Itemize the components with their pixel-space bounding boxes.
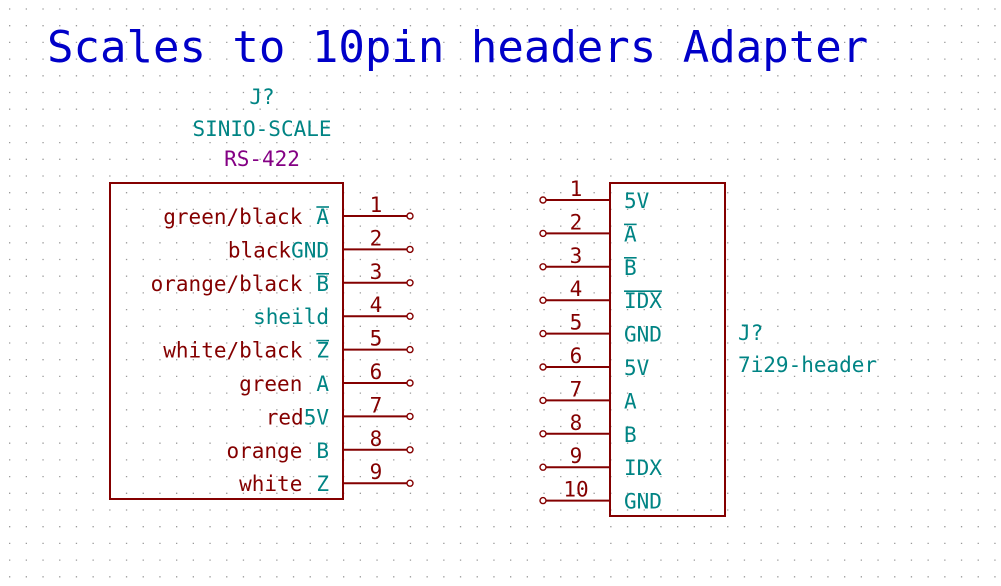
left-connector[interactable]: J? SINIO-SCALE RS-422 1Agreen/black2GNDb… <box>109 85 414 500</box>
wire-color-label: white <box>239 472 302 496</box>
pin-signal-label: A <box>316 205 329 229</box>
pin-end-circle[interactable] <box>539 196 547 204</box>
pin-signal-label: Z <box>316 339 329 363</box>
pin-number: 4 <box>370 293 383 317</box>
pin-end-circle[interactable] <box>539 329 547 338</box>
pin-signal-label: B <box>624 256 637 280</box>
pin-number: 9 <box>370 460 383 484</box>
pin-number: 9 <box>570 444 583 468</box>
pin-signal-label: 5V <box>624 189 650 213</box>
right-pin-1[interactable]: 1 5V <box>539 177 650 213</box>
pin-end-circle[interactable] <box>539 430 547 438</box>
pin-number: 1 <box>570 177 583 201</box>
pin-end-circle[interactable] <box>406 379 414 387</box>
wire-color-label: green/black <box>163 205 302 229</box>
pin-end-circle[interactable] <box>406 479 414 487</box>
pin-end-circle[interactable] <box>406 446 414 454</box>
pin-end-circle[interactable] <box>539 363 547 371</box>
pin-signal-label: 5V <box>624 356 650 380</box>
pin-number: 6 <box>370 360 383 384</box>
pin-number: 3 <box>570 244 583 268</box>
pin-number: 2 <box>570 210 583 234</box>
wire-color-label: white/black <box>163 339 302 363</box>
right-connector-reference: J? <box>738 321 763 345</box>
pin-signal-label: GND <box>624 490 662 514</box>
pin-number: 8 <box>570 411 583 435</box>
left-connector-reference: J? <box>249 85 274 109</box>
pin-signal-label: A <box>624 222 637 246</box>
left-connector-name: SINIO-SCALE <box>192 117 331 141</box>
pin-end-circle[interactable] <box>539 296 547 304</box>
pin-number: 1 <box>370 193 383 217</box>
wire-color-label: orange/black <box>151 272 303 296</box>
pin-end-circle[interactable] <box>406 245 414 254</box>
pin-end-circle[interactable] <box>539 496 547 505</box>
pin-number: 6 <box>570 344 583 368</box>
left-pin-4[interactable]: 4 sheild <box>253 293 414 329</box>
pin-number: 7 <box>570 377 583 401</box>
pin-signal-label: A <box>624 389 637 413</box>
pin-signal-label: B <box>316 439 329 463</box>
pin-end-circle[interactable] <box>539 229 547 238</box>
wire-color-label: green <box>239 372 302 396</box>
pin-end-circle[interactable] <box>539 263 547 271</box>
pin-end-circle[interactable] <box>539 396 547 405</box>
pin-signal-label: 5V <box>304 405 330 429</box>
pin-number: 8 <box>370 427 383 451</box>
pin-number: 3 <box>370 260 383 284</box>
pin-signal-label: A <box>316 372 329 396</box>
left-connector-value: RS-422 <box>224 147 300 171</box>
pin-number: 2 <box>370 226 383 250</box>
pin-signal-label: sheild <box>253 305 329 329</box>
pin-signal-label: GND <box>291 238 329 262</box>
pin-number: 10 <box>563 478 588 502</box>
right-pin-6[interactable]: 6 5V <box>539 344 650 380</box>
pin-end-circle[interactable] <box>406 312 414 320</box>
pin-end-circle[interactable] <box>406 212 414 220</box>
pin-number: 5 <box>370 327 383 351</box>
pin-signal-label: GND <box>624 323 662 347</box>
pin-number: 4 <box>570 277 583 301</box>
wire-color-label: orange <box>226 439 302 463</box>
schematic-title: Scales to 10pin headers Adapter <box>47 22 868 73</box>
pin-signal-label: B <box>316 272 329 296</box>
pin-end-circle[interactable] <box>406 279 414 287</box>
left-connector-pins: 1Agreen/black2GNDblack3Borange/black4she… <box>151 193 414 496</box>
wire-color-label: black <box>228 238 292 262</box>
right-connector-name: 7i29-header <box>738 353 877 377</box>
pin-signal-label: B <box>624 423 637 447</box>
pin-number: 7 <box>370 393 383 417</box>
pin-signal-label: Z <box>316 472 329 496</box>
pin-end-circle[interactable] <box>406 412 414 421</box>
pin-end-circle[interactable] <box>406 345 414 354</box>
left-connector-body <box>109 182 344 500</box>
pin-signal-label: IDX <box>624 289 662 313</box>
right-connector-body <box>609 182 726 517</box>
pin-signal-label: IDX <box>624 456 662 480</box>
pin-number: 5 <box>570 311 583 335</box>
pin-end-circle[interactable] <box>539 463 547 471</box>
wire-color-label: red <box>266 405 304 429</box>
